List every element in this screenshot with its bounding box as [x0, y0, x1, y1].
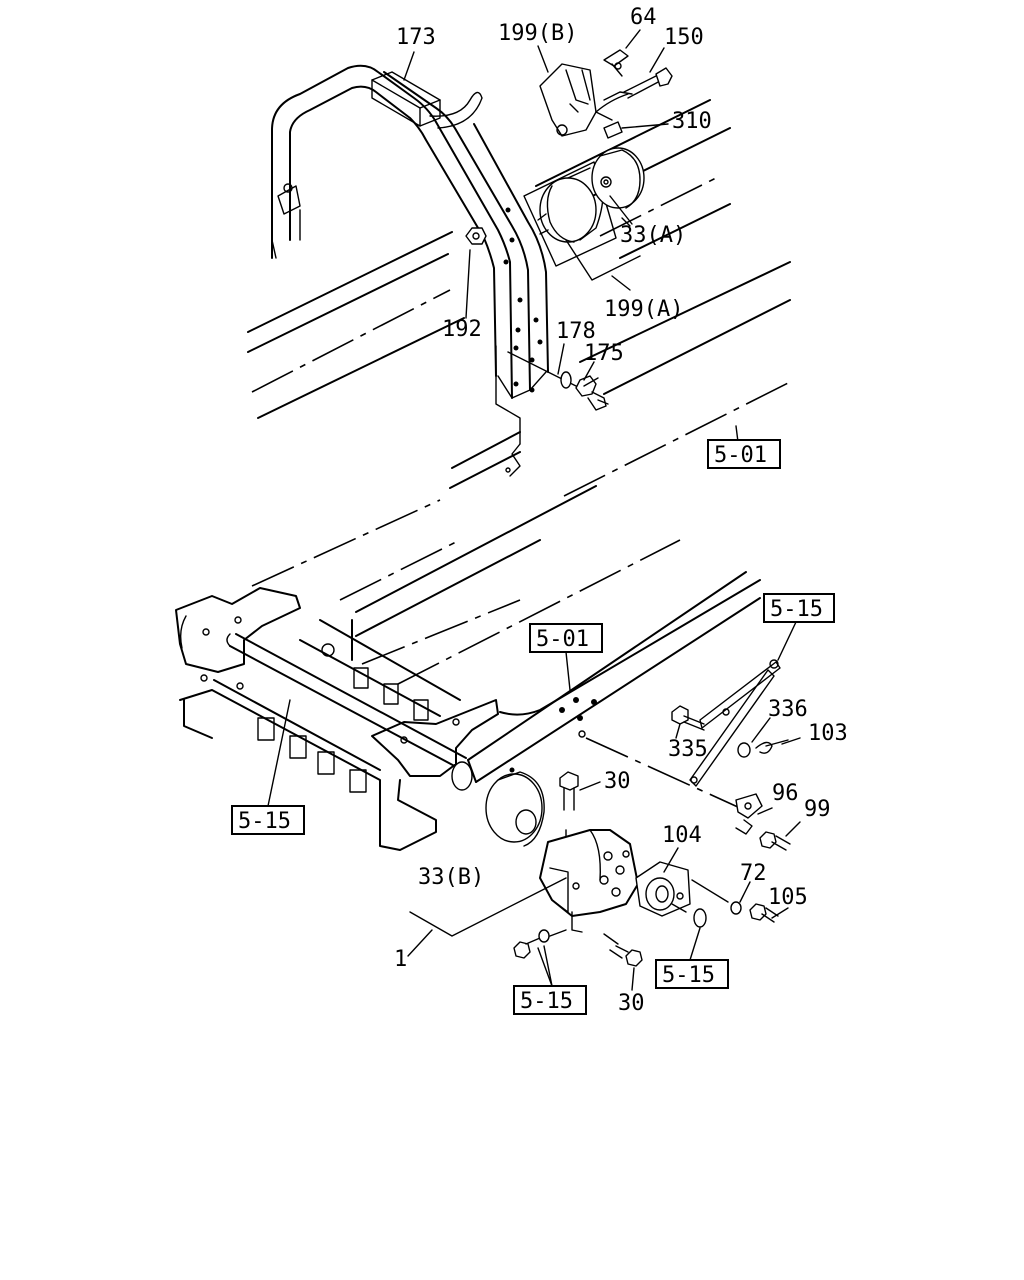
label-99: 99 [804, 797, 831, 822]
label-150: 150 [664, 25, 704, 50]
bolt-335 [671, 705, 705, 731]
ring-5-15 [689, 908, 707, 961]
cross-member-bracket-5-15 [689, 659, 781, 787]
label-1: 1 [394, 947, 407, 972]
label-33a: 33(A) [620, 223, 686, 248]
label-192: 192 [442, 317, 482, 342]
label-335: 335 [668, 737, 708, 762]
ref-box-5-15-right[interactable] [763, 593, 835, 623]
ref-label-5-01-top[interactable]: 5-01 [714, 443, 767, 468]
lower-frame [175, 485, 761, 851]
spare-tire-carrier-173 [271, 64, 549, 399]
label-178: 178 [556, 319, 596, 344]
ref-box-5-01-mid[interactable] [529, 623, 603, 653]
ref-box-5-15-bottom[interactable] [513, 985, 587, 1015]
ref-label-5-15-left[interactable]: 5-15 [238, 809, 291, 834]
label-103: 103 [808, 721, 848, 746]
bolt-150 [623, 67, 673, 99]
label-310: 310 [672, 109, 712, 134]
ref-label-5-15-right[interactable]: 5-15 [770, 597, 823, 622]
bolt-175-washer-178 [507, 351, 609, 411]
bolts-30-bottom [513, 929, 643, 967]
bracket-199b [539, 63, 633, 137]
nut-192 [465, 227, 487, 319]
label-33b: 33(B) [418, 865, 484, 890]
label-105: 105 [768, 885, 808, 910]
clip-64 [603, 49, 629, 77]
leader-lines [267, 29, 801, 991]
ref-label-5-15-bottom[interactable]: 5-15 [520, 989, 573, 1014]
ref-box-5-15-bottom-right[interactable] [655, 959, 729, 989]
clip-310 [603, 121, 669, 139]
ref-box-5-01-top[interactable] [707, 439, 781, 469]
label-199b: 199(B) [498, 21, 577, 46]
insulator-33a [591, 147, 645, 225]
ref-label-5-01-mid[interactable]: 5-01 [536, 627, 589, 652]
washer-72-bolt-105 [691, 879, 779, 923]
label-336: 336 [768, 697, 808, 722]
label-30-bottom: 30 [618, 991, 645, 1016]
label-64: 64 [630, 5, 657, 30]
mount-bracket-1 [539, 829, 639, 933]
bolt-96-99 [735, 793, 791, 851]
label-175: 175 [584, 341, 624, 366]
ref-label-5-15-bottom-right[interactable]: 5-15 [662, 963, 715, 988]
plate-104 [635, 861, 691, 917]
label-96: 96 [772, 781, 799, 806]
washer-336-pin-103 [737, 739, 789, 758]
label-173: 173 [396, 25, 436, 50]
ref-box-5-15-left[interactable] [231, 805, 305, 835]
part-labels: 173 199(B) 64 150 310 33(A) 199(A) 192 1… [238, 5, 848, 1016]
insulator-33b [485, 771, 545, 847]
label-199a: 199(A) [604, 297, 683, 322]
label-30-top: 30 [604, 769, 631, 794]
carrier-side-guide [495, 345, 521, 477]
label-104: 104 [662, 823, 702, 848]
label-72: 72 [740, 861, 767, 886]
